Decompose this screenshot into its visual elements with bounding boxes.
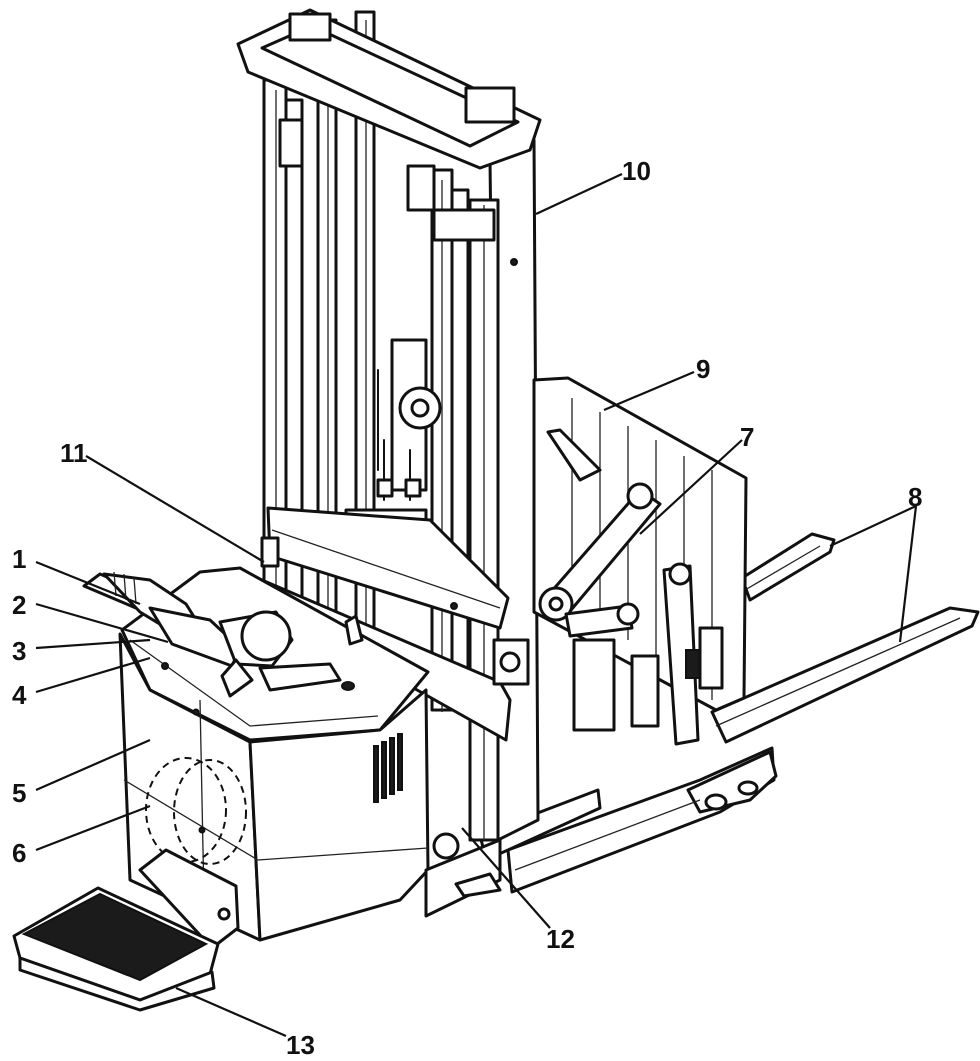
callout-7: 7 xyxy=(740,422,754,452)
callout-1: 1 xyxy=(12,544,26,574)
callout-labels: 1 2 3 4 5 6 7 8 9 10 11 12 13 xyxy=(12,156,922,1060)
fork-carriage xyxy=(532,376,748,746)
callout-10: 10 xyxy=(622,156,651,186)
callout-6: 6 xyxy=(12,838,26,868)
leader-8a xyxy=(829,505,917,547)
forks xyxy=(710,532,980,744)
leader-4 xyxy=(35,656,151,694)
callout-2: 2 xyxy=(12,590,26,620)
tiller xyxy=(82,571,364,698)
leader-10 xyxy=(535,173,623,215)
callout-13: 13 xyxy=(286,1030,315,1060)
callout-5: 5 xyxy=(12,778,26,808)
callout-3: 3 xyxy=(12,636,26,666)
callout-8: 8 xyxy=(908,482,922,512)
callout-9: 9 xyxy=(696,354,710,384)
leader-6 xyxy=(35,804,151,852)
callout-11: 11 xyxy=(60,438,88,468)
leader-12 xyxy=(461,827,551,929)
leader-2 xyxy=(35,602,169,644)
leader-3 xyxy=(35,638,151,650)
leader-11 xyxy=(85,455,265,563)
leader-13 xyxy=(175,986,287,1038)
leader-7 xyxy=(639,439,743,535)
leader-9 xyxy=(603,370,695,412)
callout-4: 4 xyxy=(12,680,27,710)
leader-5 xyxy=(35,738,151,792)
leader-1 xyxy=(35,560,141,606)
step-platform xyxy=(12,848,240,1012)
base-frame xyxy=(478,746,778,894)
vent-grille xyxy=(373,733,403,803)
callout-12: 12 xyxy=(546,924,575,954)
leader-lines xyxy=(35,173,918,1038)
leader-8b xyxy=(898,505,918,643)
